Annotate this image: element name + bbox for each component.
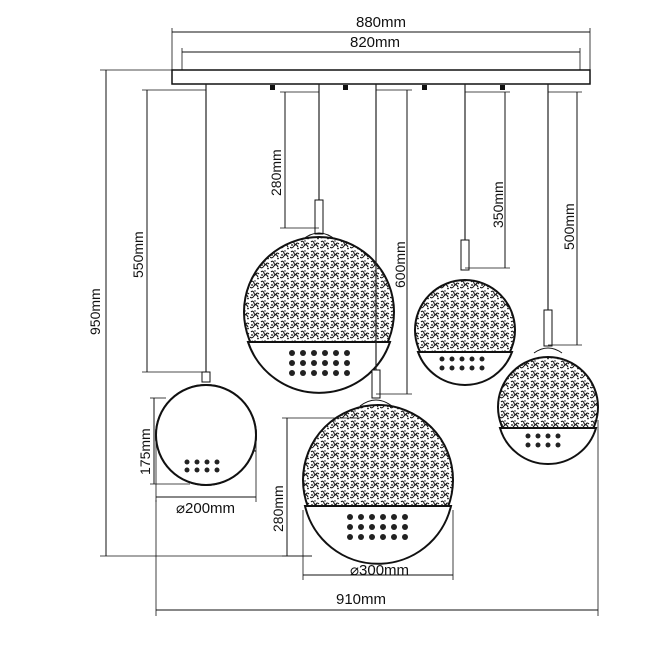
dimension-910-label: 910mm <box>336 591 386 608</box>
dimension-950-label: 950mm <box>87 288 103 335</box>
dimension-drop-550: 550mm <box>130 89 206 373</box>
canopy <box>171 69 591 90</box>
pendant-large-upper <box>243 84 395 394</box>
dimension-280-top-label: 280mm <box>268 149 284 196</box>
dimension-drop-600: 600mm <box>376 89 412 395</box>
dimension-500-label: 500mm <box>561 203 577 250</box>
pendant-large-bottom <box>302 84 454 565</box>
dimension-880-label: 880mm <box>356 14 406 31</box>
dimension-total-height: 950mm <box>87 69 312 557</box>
dimension-small-shade-height: 175mm <box>137 397 190 485</box>
dimension-small-diameter: ⌀200mm <box>155 440 257 517</box>
pendant-small-upper-right <box>414 84 516 386</box>
dimension-canopy-outer: 880mm <box>171 14 591 70</box>
dimension-300-label: ⌀300mm <box>350 562 409 579</box>
dimension-550-label: 550mm <box>130 231 146 278</box>
pendant-small-lower-right <box>497 84 599 465</box>
dimension-total-width: 910mm <box>155 420 599 616</box>
dimension-175-label: 175mm <box>137 428 153 475</box>
dimension-canopy-inner: 820mm <box>181 34 581 70</box>
dimension-drop-500: 500mm <box>548 91 582 346</box>
dimension-350-label: 350mm <box>490 181 506 228</box>
dimension-820-label: 820mm <box>350 34 400 51</box>
dimension-drop-350: 350mm <box>465 91 510 269</box>
dimension-large-diameter: ⌀300mm <box>302 510 454 580</box>
pendant-small-left <box>155 84 257 486</box>
dimension-200-label: ⌀200mm <box>176 500 235 517</box>
dimension-280-shade-label: 280mm <box>270 485 286 532</box>
dimension-large-shade-height: 280mm <box>270 417 360 557</box>
dimension-600-label: 600mm <box>392 241 408 288</box>
dimension-drop-280-top: 280mm <box>268 91 319 229</box>
